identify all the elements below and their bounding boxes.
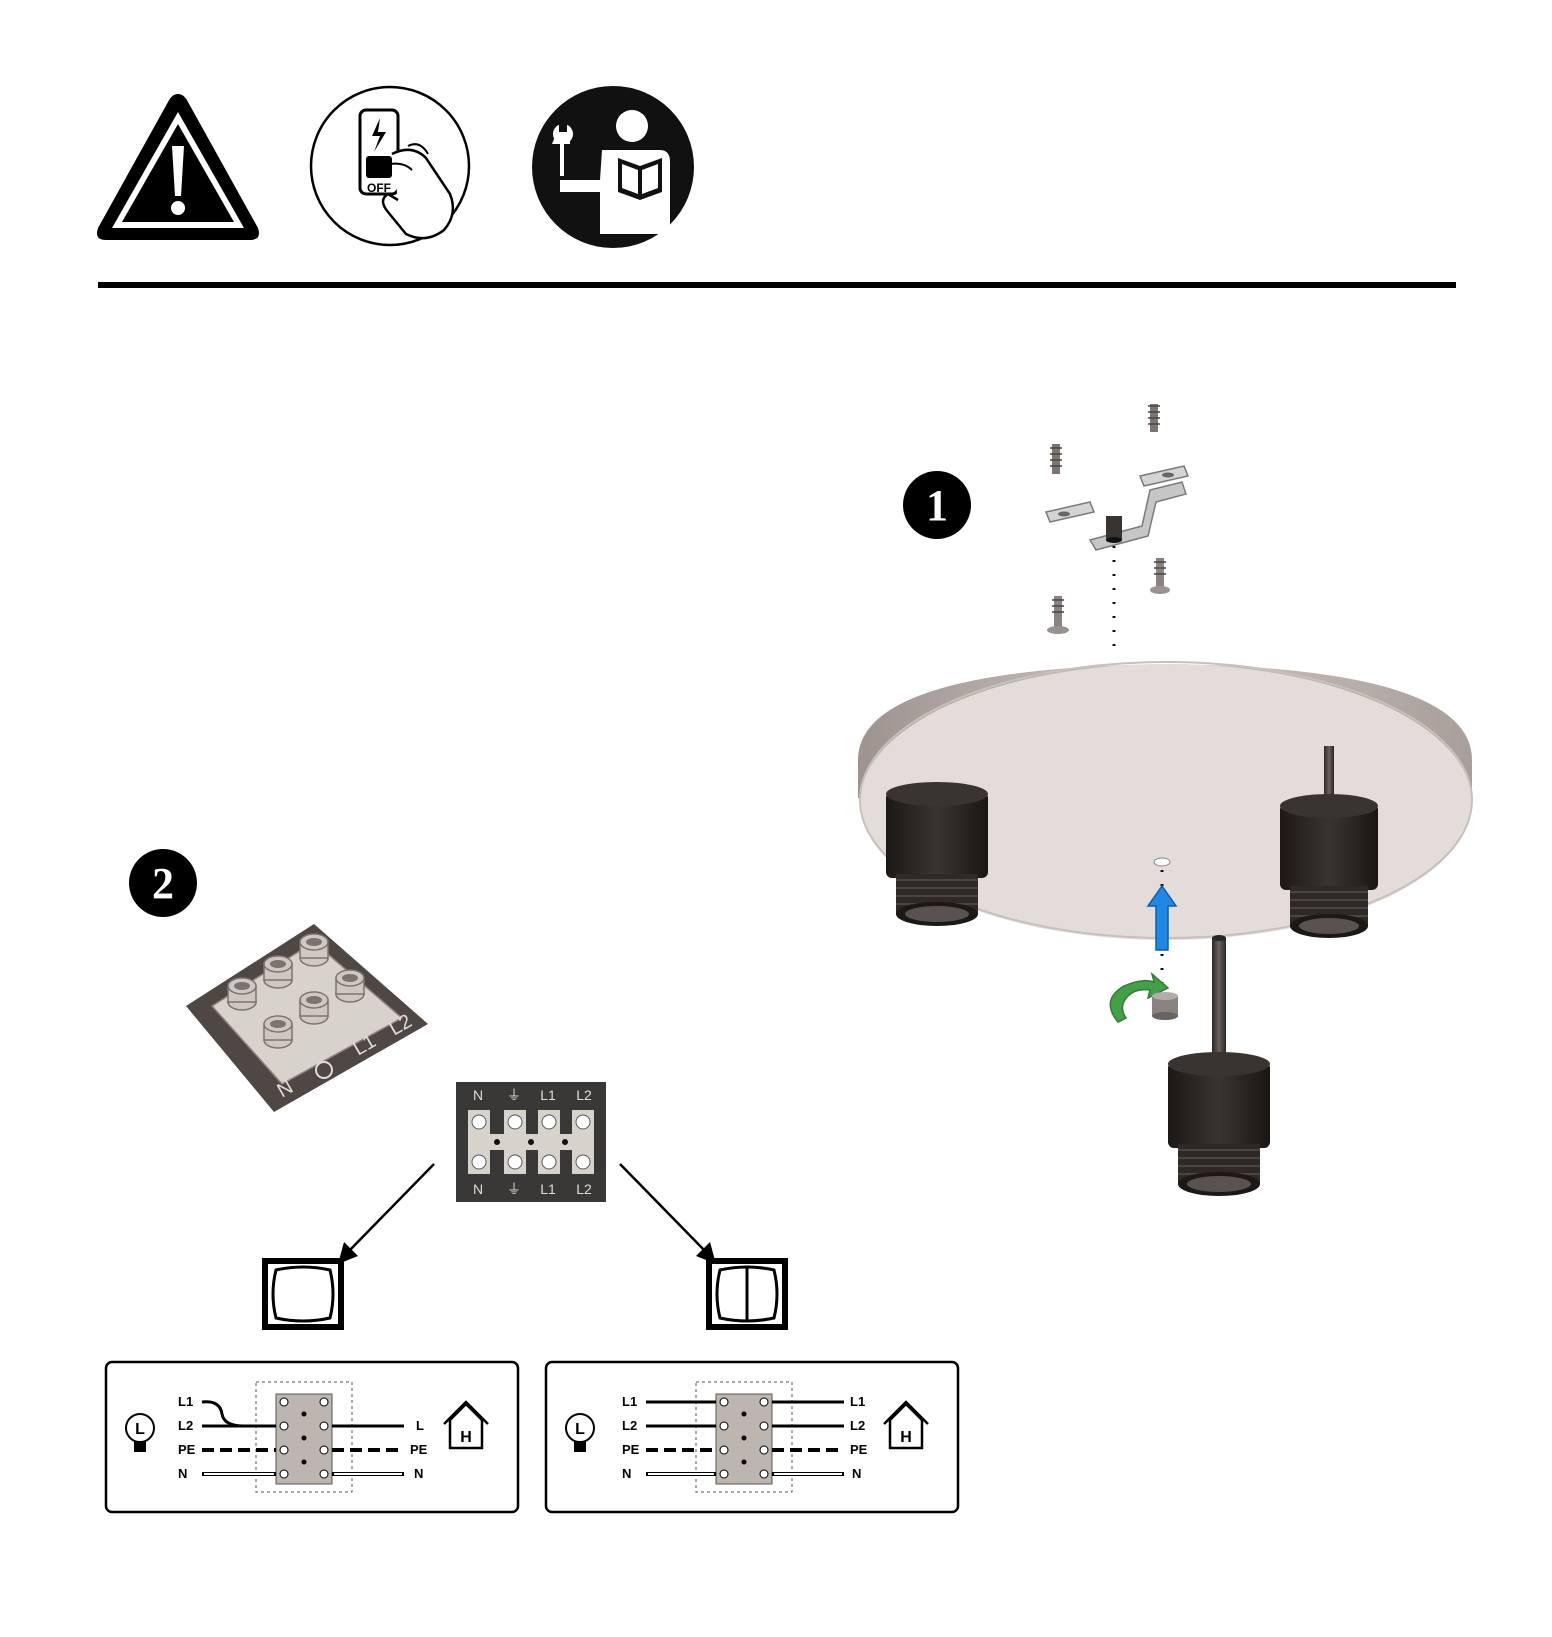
schematic-top-label: L1 <box>540 1087 556 1103</box>
wire-label-right: L2 <box>850 1418 865 1433</box>
schematic-top-label: L2 <box>576 1087 592 1103</box>
read-manual-icon <box>532 86 694 248</box>
wire-label-left: L1 <box>178 1394 193 1409</box>
screw-icon <box>1050 444 1062 474</box>
step-2-badge: 2 <box>129 849 197 917</box>
wire-label-left: L1 <box>622 1394 637 1409</box>
wire-label-left: PE <box>622 1442 640 1457</box>
wire-label-left: L2 <box>178 1418 193 1433</box>
schematic-bottom-label: N <box>473 1181 483 1197</box>
terminal-block-schematic: N ⏚ L1 L2 N ⏚ L1 L2 <box>456 1082 606 1202</box>
wire-label-right: L1 <box>850 1394 865 1409</box>
step-1-number: 1 <box>926 481 948 530</box>
lamp-socket <box>1168 935 1270 1196</box>
up-arrow-icon <box>1146 884 1178 951</box>
house-supply-icon: H <box>443 1400 489 1450</box>
screw-icon <box>1150 558 1170 594</box>
mounting-bracket <box>1044 465 1190 551</box>
canopy-assembly-illustration <box>858 404 1473 1196</box>
lamp-letter: L <box>135 1421 145 1438</box>
wire-label-right: PE <box>850 1442 868 1457</box>
schematic-top-label: N <box>473 1087 483 1103</box>
schematic-bottom-label: L1 <box>540 1181 556 1197</box>
wire-label-right: N <box>414 1466 423 1481</box>
screw-icon <box>1047 596 1069 634</box>
header-divider <box>98 282 1456 288</box>
single-switch-icon <box>262 1258 344 1330</box>
warning-triangle-icon <box>97 94 259 240</box>
lamp-bulb-icon: L <box>565 1413 595 1452</box>
terminal-block-photo: N L1 L2 <box>186 924 428 1112</box>
schematic-bottom-label: ⏚ <box>507 1181 521 1197</box>
house-supply-icon: H <box>883 1400 929 1450</box>
double-switch-icon <box>706 1258 788 1330</box>
wire-label-right: L <box>416 1418 424 1433</box>
fixing-nut <box>1152 992 1178 1020</box>
wire-label-left: PE <box>178 1442 196 1457</box>
lamp-socket <box>886 782 988 926</box>
schematic-bottom-label: L2 <box>576 1181 592 1197</box>
switch-off-label: OFF <box>367 181 391 195</box>
house-letter: H <box>900 1429 912 1446</box>
lamp-letter: L <box>575 1421 585 1438</box>
house-letter: H <box>460 1429 472 1446</box>
lamp-bulb-icon: L <box>125 1413 155 1452</box>
step-2-number: 2 <box>152 859 174 908</box>
wire-label-right: PE <box>410 1442 428 1457</box>
wiring-diagram-single-switch: L L1 L2 PE N L PE N <box>104 1360 520 1514</box>
power-off-switch-icon: OFF <box>309 85 471 247</box>
wire-label-left: N <box>178 1466 187 1481</box>
screw-icon <box>1148 404 1160 432</box>
lamp-socket <box>1280 746 1378 938</box>
step-1-badge: 1 <box>903 471 971 539</box>
wire-label-left: N <box>622 1466 631 1481</box>
ground-symbol-icon <box>315 1061 333 1079</box>
wiring-diagram-double-switch: L L1 L2 PE N L1 L2 PE N H <box>544 1360 960 1514</box>
connection-arrows <box>338 1163 716 1264</box>
wire-label-right: N <box>852 1466 861 1481</box>
wire-label-left: L2 <box>622 1418 637 1433</box>
schematic-top-label: ⏚ <box>507 1087 521 1103</box>
